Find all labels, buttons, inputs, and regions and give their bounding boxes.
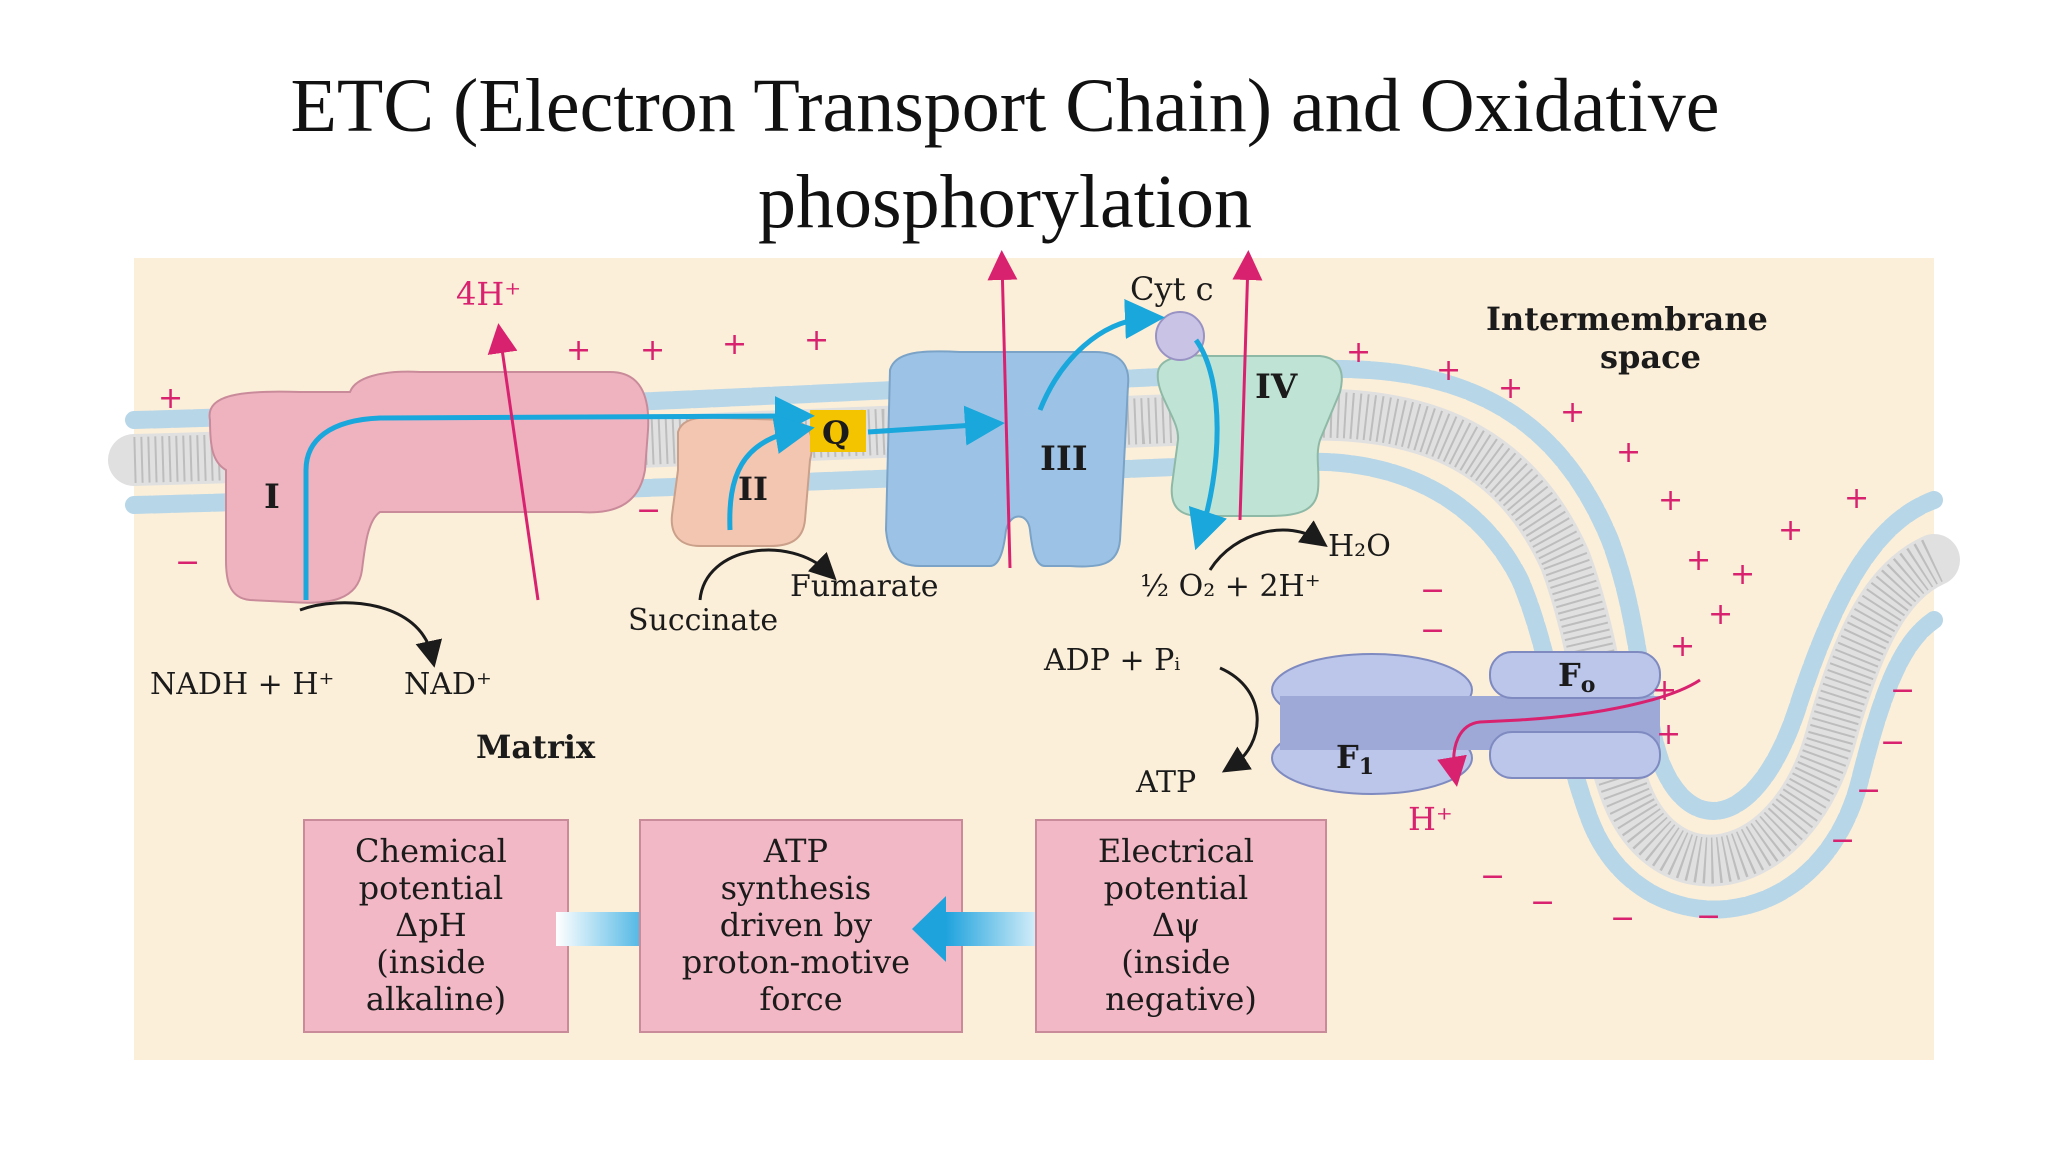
svg-text:−: − [175,545,200,580]
electrical-line-4: (inside [1121,943,1230,981]
svg-text:+: + [1498,371,1523,406]
intermembrane-label-2: space [1600,338,1701,376]
svg-text:−: − [1420,613,1445,648]
electron-flow-arrows [303,299,1227,600]
svg-text:+: + [1686,543,1711,578]
intermembrane-label-1: Intermembrane [1486,300,1768,338]
atp-synthesis-box: ATP synthesis driven by proton-motive fo… [639,819,963,1033]
atp-box-line-4: proton-motive [682,943,910,981]
svg-text:+: + [804,323,829,358]
q-label: Q [822,414,850,452]
svg-text:+: + [1656,717,1681,752]
succinate-label: Succinate [628,603,778,638]
cyt-c-label: Cyt c [1130,270,1214,308]
complex-I-label: I [264,477,280,517]
svg-text:−: − [1696,899,1721,934]
chemical-line-1: Chemical [355,832,507,870]
matrix-label: Matrix [476,728,596,766]
slide-title: ETC (Electron Transport Chain) and Oxida… [0,58,2010,250]
svg-text:+: + [566,333,591,368]
atp-label: ATP [1135,765,1196,800]
proton-flow-arrows [487,250,1701,787]
svg-text:−: − [1890,673,1915,708]
nad-label: NAD⁺ [404,667,492,702]
svg-text:−: − [1420,573,1445,608]
svg-text:+: + [1670,629,1695,664]
electrical-potential-box: Electrical potential Δψ (inside negative… [1035,819,1327,1033]
complex-III-label: III [1040,439,1088,479]
complex-IV-label: IV [1255,367,1298,407]
electrical-line-3: Δψ [1152,906,1200,944]
fumarate-label: Fumarate [790,569,939,604]
svg-text:+: + [1658,483,1683,518]
complex-II: II [670,416,814,547]
electrical-line-5: negative) [1105,980,1257,1018]
svg-text:+: + [640,333,665,368]
atp-box-line-2: synthesis [721,869,872,907]
complex-IV: IV [1156,354,1343,517]
atp-box-line-5: force [759,980,842,1018]
ubiquinone-q: Q [810,410,866,452]
chemical-line-5: alkaline) [366,980,506,1018]
slide-title-line-1: ETC (Electron Transport Chain) and Oxida… [290,64,1720,148]
svg-text:+: + [1778,513,1803,548]
svg-text:Electrical potential: Electrical potential Δψ (inside negative… [1098,832,1264,1018]
electrical-arrow-head [912,896,946,962]
membrane-charges: + + + + + + + + + + + + + + + + + + + − … [158,323,1915,936]
svg-text:Chemical potential: Chemical potential ΔpH (inside alkaline) [355,832,517,1018]
electrical-line-2: potential [1104,869,1249,907]
svg-text:+: + [1436,353,1461,388]
nadh-label: NADH + H⁺ [150,667,334,702]
complex-II-label: II [738,470,768,508]
svg-text:+: + [1346,335,1371,370]
svg-text:−: − [1856,773,1881,808]
chemical-line-3: ΔpH [395,906,467,944]
atp-box-line-1: ATP [763,832,828,870]
svg-text:−: − [1480,859,1505,894]
svg-text:+: + [1560,395,1585,430]
atp-box-line-3: driven by [720,906,872,944]
adp-label: ADP + Pᵢ [1043,643,1180,678]
svg-text:ATP synthesis driv: ATP synthesis driven by proton-motive fo… [682,832,920,1018]
chemical-line-4: (inside [376,943,485,981]
complex-I: I [208,370,650,604]
svg-text:−: − [1880,725,1905,760]
svg-text:+: + [1844,481,1869,516]
svg-text:−: − [1830,823,1855,858]
svg-text:−: − [1610,901,1635,936]
svg-text:+: + [1616,435,1641,470]
water-label: H₂O [1328,529,1391,564]
proton-return-label: H⁺ [1408,800,1453,838]
electrical-line-1: Electrical [1098,832,1254,870]
svg-text:+: + [1730,557,1755,592]
svg-text:+: + [158,381,183,416]
chemical-potential-box: Chemical potential ΔpH (inside alkaline) [303,819,569,1033]
slide-title-line-2: phosphorylation [758,160,1252,244]
svg-text:−: − [636,493,661,528]
oxygen-label: ½ O₂ + 2H⁺ [1140,569,1321,604]
atp-synthase: Fo F1 [1271,651,1661,795]
proton-pump-label: 4H⁺ [456,275,521,313]
svg-text:−: − [1530,885,1555,920]
svg-text:+: + [722,327,747,362]
reaction-arrows [299,520,1328,773]
svg-text:+: + [1652,673,1677,708]
chemical-line-2: potential [359,869,504,907]
svg-text:+: + [1708,597,1733,632]
